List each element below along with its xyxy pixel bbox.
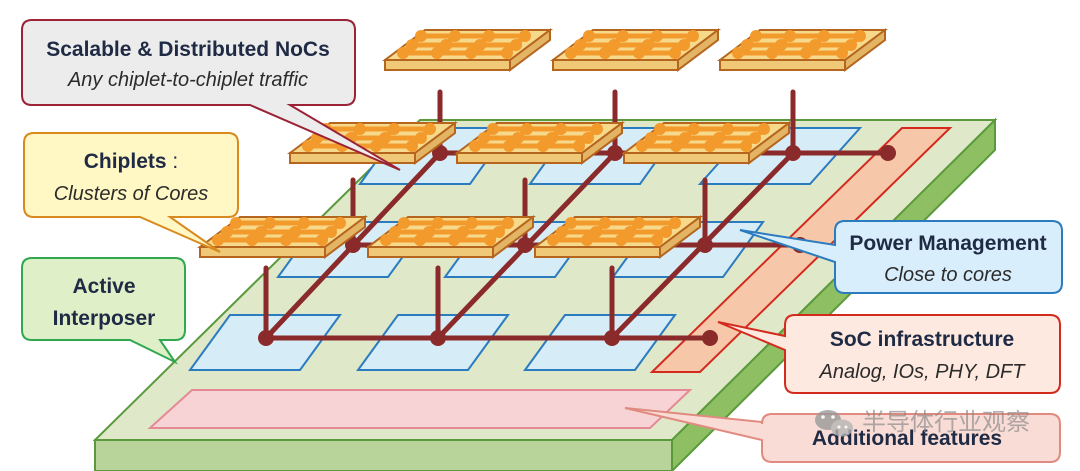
callout-power: Power Management Close to cores — [739, 220, 1063, 294]
additional-features-region — [147, 389, 693, 429]
chiplets-subtitle: Clusters of Cores — [54, 183, 209, 205]
wechat-icon — [815, 410, 853, 437]
callout-soc: SoC infrastructure Analog, IOs, PHY, DFT — [717, 314, 1061, 394]
interposer-line1: Active — [72, 275, 135, 298]
callout-noc: Scalable & Distributed NoCs Any chiplet-… — [21, 19, 401, 171]
soc-subtitle: Analog, IOs, PHY, DFT — [819, 361, 1027, 383]
chiplets-colon: : — [167, 150, 179, 173]
chiplet — [385, 30, 550, 70]
watermark-text: 半导体行业观察 — [862, 408, 1030, 436]
power-title: Power Management — [849, 232, 1046, 255]
noc-subtitle: Any chiplet-to-chiplet traffic — [67, 69, 308, 91]
chiplet — [720, 30, 885, 70]
chiplets-title-line: Chiplets : — [84, 150, 179, 173]
power-subtitle: Close to cores — [884, 264, 1012, 286]
chiplet — [553, 30, 718, 70]
chiplets-title: Chiplets — [84, 150, 167, 173]
additional-title: Additional features — [812, 427, 1002, 450]
interposer-line2: Interposer — [53, 307, 156, 330]
soc-title: SoC infrastructure — [830, 328, 1014, 351]
callout-interposer: Active Interposer — [21, 257, 186, 365]
watermark: 半导体行业观察 — [815, 408, 1030, 437]
interposer-board — [92, 117, 998, 471]
callout-chiplets: Chiplets : Clusters of Cores — [23, 132, 239, 253]
noc-title: Scalable & Distributed NoCs — [46, 38, 330, 61]
